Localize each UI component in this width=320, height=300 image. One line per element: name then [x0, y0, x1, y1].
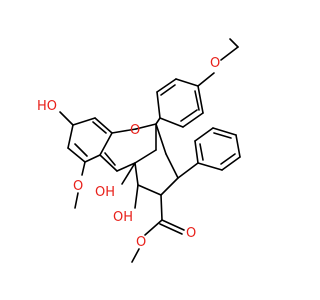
- quaternary-to-oh-bond: [121, 162, 136, 185]
- ester-group: [131, 184, 185, 263]
- aryl-double-bond: [180, 109, 198, 122]
- hydroxy-bottom-label: OH: [113, 210, 133, 225]
- ester-single-o-label: O: [136, 235, 146, 250]
- aromatic-double-bond: [92, 121, 107, 134]
- aromatic-bond: [99, 154, 118, 172]
- methoxyphenyl-group: [155, 38, 239, 128]
- phenyl-bond: [235, 134, 241, 158]
- ester-single-bond: [144, 219, 163, 236]
- ester-carbonyl-o-label: O: [186, 226, 196, 241]
- aryl-bond: [159, 117, 184, 128]
- aryl-bond: [156, 91, 161, 119]
- methoxy-top-o-label: O: [210, 56, 220, 71]
- aryl-bond: [182, 112, 204, 128]
- phenyl-double-bond: [213, 132, 232, 139]
- phenyl-link-bond: [177, 162, 199, 179]
- aryl-bond: [197, 85, 204, 114]
- furan-bond: [111, 128, 137, 134]
- ring-bond: [137, 184, 162, 196]
- aryl-bond: [175, 78, 199, 87]
- ring-bond: [155, 123, 167, 155]
- aryl-double-bond: [194, 90, 200, 111]
- ester-carbonyl-bond: [161, 219, 185, 231]
- cyclopentane-ring: [134, 123, 179, 196]
- atom-labels: O O HO O OH OH O O: [37, 56, 220, 250]
- hydroxy-mid-label: OH: [95, 185, 115, 200]
- aryl-to-quaternary-bond: [155, 117, 161, 125]
- phenyl-bond: [194, 127, 214, 142]
- ring-bond: [165, 153, 179, 179]
- aromatic-bond: [67, 147, 86, 163]
- ring-bond: [160, 177, 179, 196]
- methoxy-top-methyl: [229, 38, 239, 48]
- aromatic-double-bond: [74, 143, 88, 157]
- benzofuran-ring: [59, 111, 157, 209]
- ring-bond: [134, 149, 157, 164]
- fused-bond: [116, 162, 136, 172]
- aryl-double-bond: [160, 84, 176, 96]
- aromatic-double-bond: [104, 152, 116, 166]
- phenyl-double-bond: [199, 143, 204, 161]
- phenyl-bond: [194, 140, 199, 164]
- methoxy-left-methyl: [74, 192, 79, 209]
- methoxy-top-ring-bond: [197, 72, 215, 87]
- aromatic-bond: [72, 117, 96, 126]
- phenyl-bond: [197, 162, 223, 171]
- ester-carbonyl-double-bond: [159, 223, 183, 235]
- phenyl-double-bond: [220, 153, 236, 165]
- phenyl-bond: [212, 127, 237, 136]
- furan-o-to-quaternary-bond: [135, 123, 157, 130]
- ring-bond: [134, 162, 139, 186]
- phenyl-bond: [221, 156, 241, 171]
- ester-methyl-bond: [131, 248, 140, 263]
- ring-o-label: O: [130, 123, 140, 138]
- methoxy-left-o-label: O: [73, 179, 83, 194]
- aryl-bond: [156, 78, 177, 93]
- phenyl-group: [177, 127, 241, 179]
- ester-link-bond: [160, 194, 163, 221]
- chemical-structure: O O HO O OH OH O O: [37, 38, 241, 263]
- aromatic-bond: [84, 154, 101, 163]
- aromatic-bond: [94, 117, 113, 134]
- aromatic-bond: [67, 124, 74, 149]
- aromatic-bond: [99, 132, 113, 156]
- hydroxy-left-label: HO: [37, 99, 57, 114]
- methoxy-top-methyl-bond: [220, 46, 239, 61]
- methoxy-left-bond: [81, 161, 86, 176]
- c-oh-bond: [134, 184, 139, 209]
- structure-canvas: O O HO O OH OH O O: [37, 38, 241, 263]
- hydroxy-left-bond: [59, 111, 74, 126]
